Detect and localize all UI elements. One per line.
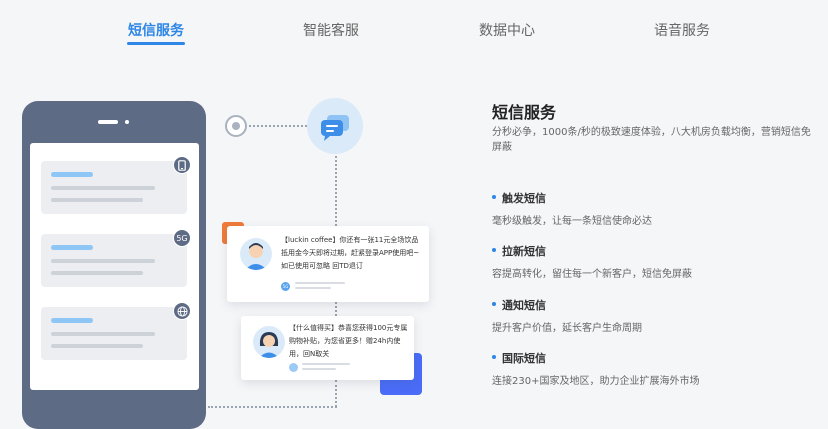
tab-label: 语音服务: [654, 23, 710, 39]
feature-description: 容提高转化，留住每一个新客户，短信免屏蔽: [492, 269, 692, 280]
active-tab-underline: [127, 42, 185, 45]
feature-item: 国际短信 连接230+国家及地区，助力企业扩展海外市场: [492, 350, 699, 387]
phone-message-placeholder: [41, 307, 187, 360]
connector-line: [208, 406, 337, 408]
meta-line: [302, 368, 336, 370]
mobile-icon: [173, 156, 191, 174]
sms-message-text: 【什么值得买】恭喜您获得100元专属购物补贴，为您省更多！赠24h内使用，回N取…: [289, 324, 408, 358]
connector-line: [335, 302, 337, 316]
meta-line: [295, 282, 345, 284]
phone-camera: [125, 120, 129, 124]
phone-screen: [30, 143, 199, 390]
connector-line: [335, 380, 337, 407]
5g-icon: 5G: [173, 229, 191, 247]
tab-label: 智能客服: [303, 23, 359, 39]
feature-item: 通知短信 提升客户价值，延长客户生命周期: [492, 297, 642, 334]
feature-item: 触发短信 毫秒级触发，让每一条短信使命必达: [492, 190, 652, 227]
sms-message-text: 【luckin coffee】你还有一张11元全场饮品抵用金今天即将过期，赶紧登…: [281, 236, 420, 270]
section-description: 分秒必争，1000条/秒的极致速度体验，八大机房负载均衡，营销短信免屏蔽: [492, 127, 811, 153]
bullet-icon: [492, 355, 496, 359]
avatar: [240, 238, 272, 270]
feature-description: 毫秒级触发，让每一条短信使命必达: [492, 216, 652, 227]
phone-message-placeholder: [41, 234, 187, 287]
tab-smart-customer-service[interactable]: 智能客服: [302, 20, 360, 40]
tab-data-center[interactable]: 数据中心: [478, 20, 536, 40]
bullet-icon: [492, 302, 496, 306]
section-title: 短信服务: [492, 103, 557, 122]
feature-title: 国际短信: [502, 352, 546, 365]
feature-title: 触发短信: [502, 192, 546, 205]
feature-item: 拉新短信 容提高转化，留住每一个新客户，短信免屏蔽: [492, 243, 692, 280]
feature-title: 通知短信: [502, 299, 546, 312]
meta-line: [302, 363, 350, 365]
globe-icon: [173, 302, 191, 320]
bullet-icon: [492, 195, 496, 199]
sms-example-card: 【什么值得买】恭喜您获得100元专属购物补贴，为您省更多！赠24h内使用，回N取…: [241, 316, 414, 380]
avatar: [253, 326, 285, 358]
connector-line: [335, 156, 337, 226]
5g-icon-label: 5G: [176, 233, 188, 243]
phone-illustration: 5G: [22, 101, 206, 429]
feature-title: 拉新短信: [502, 245, 546, 258]
phone-message-placeholder: [41, 161, 187, 214]
tab-voice-service[interactable]: 语音服务: [653, 20, 711, 40]
service-tabs: 短信服务 智能客服 数据中心 语音服务: [0, 0, 828, 50]
5g-badge-icon: 5G: [281, 282, 290, 291]
sms-status-icon: [289, 363, 298, 372]
source-node-icon: [225, 115, 247, 137]
message-hub-icon: [307, 98, 363, 154]
tab-sms-service[interactable]: 短信服务: [127, 20, 185, 45]
sms-example-card: 【luckin coffee】你还有一张11元全场饮品抵用金今天即将过期，赶紧登…: [227, 226, 429, 302]
phone-speaker: [98, 120, 118, 124]
tab-label: 数据中心: [479, 23, 535, 39]
feature-description: 连接230+国家及地区，助力企业扩展海外市场: [492, 376, 700, 387]
tab-label: 短信服务: [128, 23, 184, 39]
bullet-icon: [492, 248, 496, 252]
connector-line: [249, 125, 307, 127]
feature-description: 提升客户价值，延长客户生命周期: [492, 323, 642, 334]
meta-line: [295, 287, 331, 289]
